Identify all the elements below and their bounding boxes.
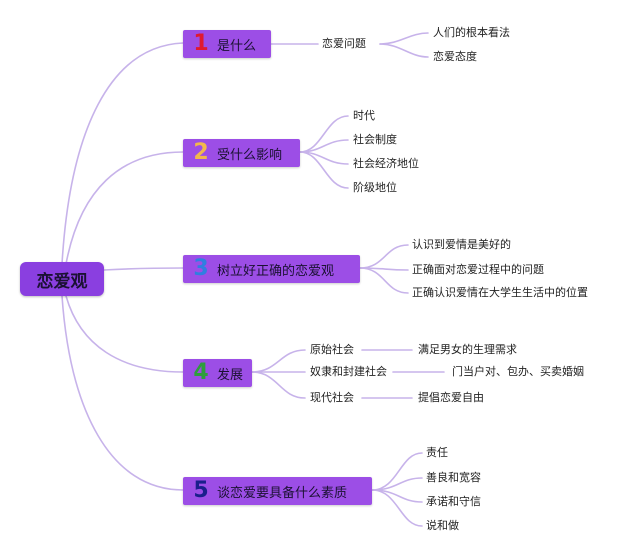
leaf-love-beautiful[interactable]: 认识到爱情是美好的 bbox=[412, 238, 511, 251]
leaf-love-attitude[interactable]: 恋爱态度 bbox=[433, 50, 477, 63]
link-root-b3 bbox=[103, 267, 184, 271]
leaf-primitive-society[interactable]: 原始社会 bbox=[310, 343, 354, 356]
leaf-era[interactable]: 时代 bbox=[353, 109, 375, 122]
leaf-modern-society[interactable]: 现代社会 bbox=[310, 391, 354, 404]
link-b5-c4 bbox=[371, 489, 423, 527]
leaf-basic-view[interactable]: 人们的根本看法 bbox=[433, 26, 510, 39]
link-b3-c3 bbox=[359, 267, 409, 294]
branch-number-4: 4 bbox=[193, 360, 209, 385]
branch-number-5: 5 bbox=[193, 478, 209, 503]
leaf-love-problem[interactable]: 恋爱问题 bbox=[322, 37, 366, 50]
branch-label-4: 发展 bbox=[217, 367, 244, 383]
link-b4-c3 bbox=[251, 371, 306, 399]
leaf-kindness-tolerance[interactable]: 善良和宽容 bbox=[426, 471, 481, 484]
leaf-class-status[interactable]: 阶级地位 bbox=[353, 181, 397, 194]
link-b4-c1 bbox=[251, 349, 306, 373]
leaf-promise-trust[interactable]: 承诺和守信 bbox=[426, 495, 481, 508]
leaf-say-and-do[interactable]: 说和做 bbox=[426, 519, 459, 532]
link-root-b2 bbox=[65, 151, 184, 265]
link-b3-c1 bbox=[359, 244, 409, 269]
branch-number-2: 2 bbox=[193, 140, 209, 165]
branch-number-3: 3 bbox=[193, 256, 209, 281]
leaf-social-system[interactable]: 社会制度 bbox=[353, 133, 397, 146]
link-problem-view bbox=[379, 32, 429, 45]
leaf-feudal-detail[interactable]: 门当户对、包办、买卖婚姻 bbox=[452, 365, 584, 378]
link-root-b5 bbox=[61, 295, 184, 491]
branch-label-2: 受什么影响 bbox=[217, 147, 283, 163]
leaf-responsibility[interactable]: 责任 bbox=[426, 446, 448, 459]
branch-node-3[interactable]: 3 树立好正确的恋爱观 bbox=[183, 255, 360, 283]
link-root-b1 bbox=[61, 42, 184, 265]
link-problem-attitude bbox=[379, 43, 429, 58]
leaf-love-position[interactable]: 正确认识爱情在大学生生活中的位置 bbox=[412, 286, 588, 299]
branch-number-1: 1 bbox=[193, 31, 209, 56]
link-b2-c4 bbox=[299, 151, 349, 189]
leaf-face-problems[interactable]: 正确面对恋爱过程中的问题 bbox=[412, 263, 544, 276]
branch-label-3: 树立好正确的恋爱观 bbox=[217, 263, 335, 279]
leaf-modern-detail[interactable]: 提倡恋爱自由 bbox=[418, 391, 484, 404]
branch-label-1: 是什么 bbox=[217, 38, 257, 54]
leaf-economic-status[interactable]: 社会经济地位 bbox=[353, 157, 419, 170]
branch-label-5: 谈恋爱要具备什么素质 bbox=[217, 485, 348, 501]
branch-node-5[interactable]: 5 谈恋爱要具备什么素质 bbox=[183, 477, 372, 505]
branch-node-2[interactable]: 2 受什么影响 bbox=[183, 139, 300, 167]
link-root-b4 bbox=[65, 295, 184, 373]
branch-node-4[interactable]: 4 发展 bbox=[183, 359, 252, 387]
leaf-feudal-society[interactable]: 奴隶和封建社会 bbox=[310, 365, 387, 378]
leaf-primitive-detail[interactable]: 满足男女的生理需求 bbox=[418, 343, 517, 356]
root-node[interactable]: 恋爱观 bbox=[20, 262, 104, 296]
branch-node-1[interactable]: 1 是什么 bbox=[183, 30, 271, 58]
